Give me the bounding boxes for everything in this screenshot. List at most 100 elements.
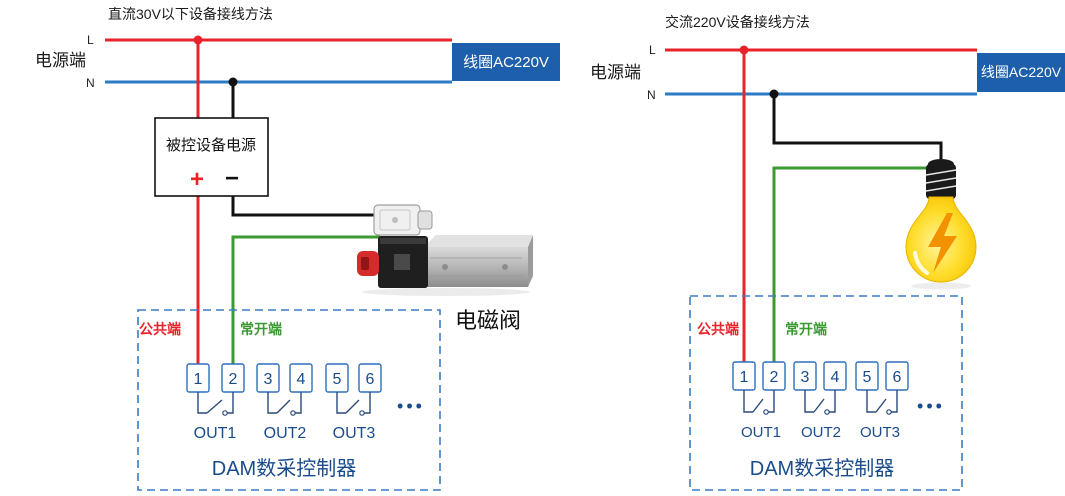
terminal-number: 6: [893, 369, 902, 386]
terminal-number: 2: [229, 371, 238, 388]
relay-contact-lines: [743, 390, 775, 413]
terminal-number: 1: [740, 369, 749, 386]
relay-contact-out1: [197, 392, 234, 416]
terminal-6: 6: [885, 361, 909, 391]
output-label-out1: OUT1: [741, 424, 781, 441]
common-terminal-label: 公共端: [139, 321, 181, 337]
device-power-supply: 被控设备电源 + −: [154, 117, 269, 197]
more-terminals-ellipsis: •••: [917, 396, 945, 416]
output-label-out2: OUT2: [264, 425, 307, 442]
manual-override-inset: [361, 257, 369, 270]
relay-contact-out3: [336, 392, 371, 416]
relay-contact-lines: [804, 390, 836, 413]
power-source-label: 电源端: [590, 63, 641, 82]
bulb-highlight: [913, 251, 929, 275]
live-junction-dot: [739, 45, 749, 55]
terminal-2: 2: [221, 363, 245, 393]
device-power-label: 被控设备电源: [166, 137, 256, 154]
bulb-shadow: [911, 282, 971, 290]
device-power-box: [154, 117, 269, 197]
controller-name: DAM数采控制器: [212, 457, 356, 480]
valve-port: [502, 264, 508, 270]
relay-contact-lines: [336, 392, 371, 414]
relay-contact-out2: [267, 392, 302, 416]
dam-controller-border: [137, 309, 441, 491]
coil-box: [452, 43, 560, 81]
relay-contact-point: [222, 410, 228, 416]
common-terminal-label: 公共端: [697, 321, 739, 337]
neutral-junction-dot: [769, 89, 779, 99]
relay-contact-out1: [743, 390, 775, 415]
terminal-number: 3: [264, 371, 273, 388]
terminal-number: 6: [366, 371, 375, 388]
relay-contact-point: [763, 409, 769, 415]
power-source-label: 电源端: [35, 51, 86, 70]
terminal-6: 6: [358, 363, 382, 393]
neutral-junction-dot: [228, 77, 238, 87]
coil-box-label: 线圈AC220V: [981, 64, 1062, 80]
ac-wiring-panel: 交流220V设备接线方法 电源端 L N 线圈AC220V 公共端 常开端: [590, 14, 1065, 491]
cable-gland: [417, 210, 433, 230]
output-label-out3: OUT3: [860, 424, 900, 441]
relay-contact-out2: [804, 390, 836, 415]
normally-open-wire: [231, 235, 380, 364]
relay-contact-point: [290, 410, 296, 416]
relay-contact-point: [824, 409, 830, 415]
dam-controller: 公共端 常开端 1 2 3 4: [137, 309, 441, 491]
dam-controller: 公共端 常开端 1 2 3 4: [689, 295, 963, 491]
dc-wiring-panel: 直流30V以下设备接线方法 电源端 L N 线圈AC220V 被控设备电源 + …: [35, 6, 560, 491]
relay-contact-lines: [267, 392, 302, 414]
screw-thread: [925, 169, 957, 176]
terminal-5: 5: [855, 361, 879, 391]
terminal-number: 5: [333, 371, 342, 388]
neutral-lamp-wire: [772, 94, 943, 160]
coil-box: [977, 53, 1065, 92]
solenoid-label-plate: [394, 254, 410, 270]
terminal-3: 3: [793, 361, 817, 391]
solenoid-valve-label: 电磁阀: [455, 308, 521, 333]
terminal-block: 1 2 3 4 5: [732, 361, 909, 391]
terminal-5: 5: [325, 363, 349, 393]
output-label-out2: OUT2: [801, 424, 841, 441]
positive-terminal-symbol: +: [190, 166, 204, 193]
solenoid-valve-icon: [357, 204, 533, 296]
terminal-4: 4: [289, 363, 313, 393]
screw-thread: [925, 177, 957, 184]
screw-thread: [925, 185, 957, 192]
terminal-1: 1: [732, 361, 756, 391]
more-terminals-ellipsis: •••: [397, 396, 425, 416]
line-n-label: N: [86, 76, 95, 90]
coil-connector-screw: [392, 217, 398, 223]
valve-body-front: [424, 247, 528, 287]
valve-body-side: [528, 235, 533, 287]
relay-contact-lines: [866, 390, 898, 413]
relay-contact-lines: [197, 392, 234, 414]
solenoid-housing-highlight: [380, 238, 426, 244]
terminal-number: 3: [801, 369, 810, 386]
panel-title: 交流220V设备接线方法: [665, 14, 810, 30]
terminal-number: 4: [831, 369, 840, 386]
terminal-number: 1: [194, 371, 203, 388]
valve-body-top: [424, 235, 533, 247]
negative-terminal-symbol: −: [225, 165, 239, 192]
line-n-label: N: [647, 88, 656, 102]
panel-title: 直流30V以下设备接线方法: [108, 6, 273, 22]
normally-open-label: 常开端: [240, 321, 282, 337]
coil-connector-cover: [379, 209, 411, 231]
terminal-3: 3: [256, 363, 280, 393]
line-l-label: L: [87, 33, 94, 47]
terminal-4: 4: [823, 361, 847, 391]
output-label-out1: OUT1: [194, 425, 237, 442]
normally-open-label: 常开端: [785, 321, 827, 337]
lightning-bolt: [928, 213, 957, 273]
relay-contact-point: [359, 410, 365, 416]
dam-controller-border: [689, 295, 963, 491]
line-l-label: L: [649, 43, 656, 57]
light-bulb-icon: [905, 159, 977, 290]
valve-shadow: [362, 288, 530, 296]
valve-port: [442, 264, 448, 270]
controller-name: DAM数采控制器: [750, 457, 894, 480]
terminal-number: 5: [863, 369, 872, 386]
terminal-block: 1 2 3 4 5: [186, 363, 382, 393]
terminal-number: 2: [770, 369, 779, 386]
